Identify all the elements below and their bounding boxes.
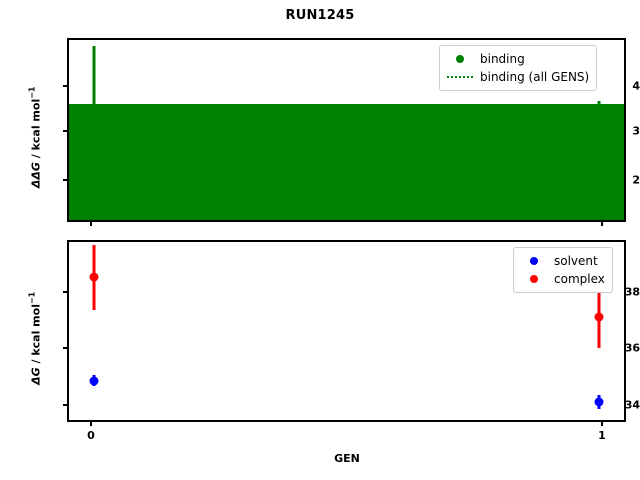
bottom-ytick-label-34: 34 — [624, 398, 640, 412]
bottom-ytick-mark-38 — [63, 291, 67, 293]
complex-marker-icon — [519, 272, 549, 286]
top-ytick-mark-2 — [63, 179, 67, 181]
bottom-ytick-label-36: 36 — [624, 341, 640, 355]
bottom-xtick-label-0: 0 — [87, 429, 95, 442]
binding-point — [89, 104, 99, 114]
top-panel-y-axis-label: ΔΔG / kcal mol−1 — [28, 72, 43, 202]
legend-label-complex: complex — [554, 272, 605, 286]
solvent-point — [89, 376, 99, 386]
top-panel-legend: binding binding (all GENS) — [439, 45, 598, 91]
binding-marker-icon — [445, 52, 475, 66]
top-ytick-label-4: 4 — [632, 79, 640, 93]
complex-errorbar — [597, 287, 601, 348]
bottom-y-label-symbol: ΔG — [29, 367, 43, 385]
complex-point — [594, 312, 604, 322]
legend-label-binding-all-gens: binding (all GENS) — [480, 70, 590, 84]
complex-point — [89, 272, 99, 282]
binding-all-gens-band — [69, 103, 624, 220]
bottom-ytick-label-38: 38 — [624, 285, 640, 299]
legend-item-binding-all-gens[interactable]: binding (all GENS) — [445, 68, 589, 86]
solvent-errorbar — [92, 375, 96, 387]
legend-item-binding[interactable]: binding — [445, 50, 589, 68]
complex-errorbar — [92, 245, 96, 310]
solvent-errorbar — [597, 395, 601, 409]
legend-label-solvent: solvent — [554, 254, 598, 268]
top-ytick-mark-3 — [63, 130, 67, 132]
binding-errorbar — [92, 45, 96, 175]
legend-item-solvent[interactable]: solvent — [519, 252, 605, 270]
top-y-label-symbol: ΔΔG — [29, 162, 43, 189]
top-ytick-label-2: 2 — [632, 173, 640, 187]
figure-title: RUN1245 — [285, 8, 355, 23]
binding-errorbar — [597, 100, 601, 220]
top-ytick-mark-4 — [63, 85, 67, 87]
x-axis-label: GEN — [334, 452, 360, 465]
bottom-xtick-mark-0 — [90, 422, 92, 426]
bottom-y-label-exponent: −1 — [27, 291, 37, 305]
bottom-xtick-mark-1 — [601, 422, 603, 426]
bottom-y-label-unit: / kcal mol — [29, 304, 43, 368]
legend-item-complex[interactable]: complex — [519, 270, 605, 288]
top-ytick-label-3: 3 — [632, 124, 640, 138]
top-y-label-unit: / kcal mol — [29, 98, 43, 163]
binding-all-gens-line-icon — [445, 70, 475, 84]
bottom-panel-y-axis-label: ΔG / kcal mol−1 — [28, 273, 43, 403]
solvent-marker-icon — [519, 254, 549, 268]
bottom-xtick-label-1: 1 — [598, 429, 606, 442]
top-y-label-exponent: −1 — [27, 86, 37, 99]
bottom-ytick-mark-36 — [63, 347, 67, 349]
top-xtick-mark-0 — [90, 222, 92, 226]
bottom-ytick-mark-34 — [63, 404, 67, 406]
bottom-panel-legend: solvent complex — [513, 247, 613, 293]
binding-point — [594, 140, 604, 150]
solvent-point — [594, 397, 604, 407]
top-xtick-mark-1 — [601, 222, 603, 226]
legend-label-binding: binding — [480, 52, 525, 66]
